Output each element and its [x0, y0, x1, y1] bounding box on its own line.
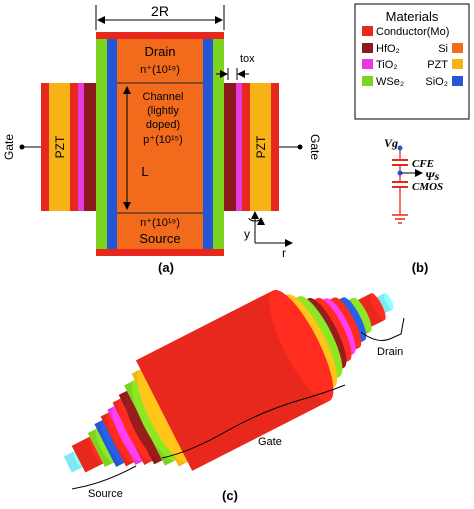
panel-a-label: (a) [158, 260, 174, 275]
drain-label-3d: Drain [377, 346, 403, 358]
left-sio2-layer [107, 39, 117, 249]
vg-label: Vg [384, 136, 398, 150]
source-label-3d: Source [88, 488, 123, 500]
legend-item-label: TiO₂ [376, 59, 398, 71]
legend-swatch [452, 43, 463, 53]
left-tio2-layer [78, 83, 84, 211]
source-end-cap [63, 451, 83, 473]
gate-brace [161, 384, 346, 459]
channel-label-line2: (lightly [147, 105, 179, 117]
tox-label: tox [240, 53, 255, 65]
source-doping-label: n⁺(10¹⁹) [140, 217, 180, 229]
legend-swatch [362, 76, 373, 86]
drain-end-cap [373, 293, 393, 315]
drain-end-cap-face [383, 293, 394, 310]
panel-b-capacitor-circuit: Vg CFE Ψs CMOS (b) [384, 136, 443, 275]
drain-contact [96, 32, 224, 39]
panel-a-device-cross-section: 2R Drain n⁺(10¹⁹) Channel (lightly doped… [2, 3, 322, 275]
cylinder-stack [63, 289, 394, 473]
legend-item-label: Conductor(Mo) [376, 26, 449, 38]
right-pzt-label: PZT [254, 135, 268, 158]
psi-label: Ψs [425, 169, 440, 183]
legend-frame [354, 3, 470, 120]
legend-swatch [362, 26, 373, 36]
right-tio2-layer [236, 83, 242, 211]
panel-b-label: (b) [412, 260, 429, 275]
left-gate-label: Gate [2, 134, 16, 160]
drain-doping-label: n⁺(10¹⁹) [140, 64, 180, 76]
right-conductor-layer [242, 83, 250, 211]
silicon-core [117, 39, 203, 249]
legend-swatch [452, 59, 463, 69]
right-pzt-layer [250, 83, 271, 211]
left-pzt-layer [49, 83, 70, 211]
right-gate-conductor [271, 83, 279, 211]
left-gate-conductor [41, 83, 49, 211]
right-sio2-layer [203, 39, 213, 249]
gate-body-3d-face [269, 289, 334, 402]
right-wse2-layer [213, 39, 224, 249]
source-contact-3d [71, 436, 104, 473]
y-axis-label: y [244, 227, 250, 241]
left-wse2-layer [96, 39, 107, 249]
channel-label-line3: doped) [146, 119, 180, 131]
legend-swatch [362, 43, 373, 53]
drain-contact-3d-face [370, 293, 386, 321]
legend-item-label: PZT [427, 59, 448, 71]
legend-item-label: WSe₂ [376, 76, 404, 88]
left-pzt-label: PZT [53, 135, 67, 158]
source-label: Source [139, 231, 180, 246]
legend-item-label: Si [438, 43, 448, 55]
right-hfo2-layer [224, 83, 236, 211]
vg-node [397, 145, 403, 151]
source-brace [71, 465, 137, 490]
psi-node [397, 170, 403, 176]
legend-title: Materials [386, 9, 439, 24]
channel-label: Channel [143, 91, 184, 103]
panel-c-label: (c) [222, 488, 238, 503]
gate-label-3d: Gate [258, 436, 282, 448]
right-gate-terminal [297, 144, 303, 150]
panel-c-3d-device: Drain Gate Source (c) [63, 289, 405, 503]
left-gate-terminal [19, 144, 25, 150]
drain-contact-3d [355, 293, 385, 329]
legend-item-label: SiO₂ [425, 76, 448, 88]
drain-wse2-ring-2-face [352, 297, 372, 332]
legend-swatch [452, 76, 463, 86]
right-gate-label: Gate [308, 134, 322, 160]
source-contact [96, 249, 224, 256]
length-label: L [141, 164, 148, 179]
legend-item-label: HfO₂ [376, 43, 400, 55]
cfe-label: CFE [412, 158, 434, 170]
drain-label: Drain [144, 44, 175, 59]
drain-brace [360, 317, 405, 341]
cmos-label: CMOS [412, 181, 443, 193]
r-axis-label: r [282, 246, 286, 260]
left-conductor-layer [70, 83, 78, 211]
legend-swatch [362, 59, 373, 69]
left-hfo2-layer [84, 83, 96, 211]
drain-sio2-ring-face [341, 297, 367, 341]
width-label: 2R [151, 3, 169, 19]
channel-doping-label: p⁺(10¹⁵) [143, 134, 183, 146]
